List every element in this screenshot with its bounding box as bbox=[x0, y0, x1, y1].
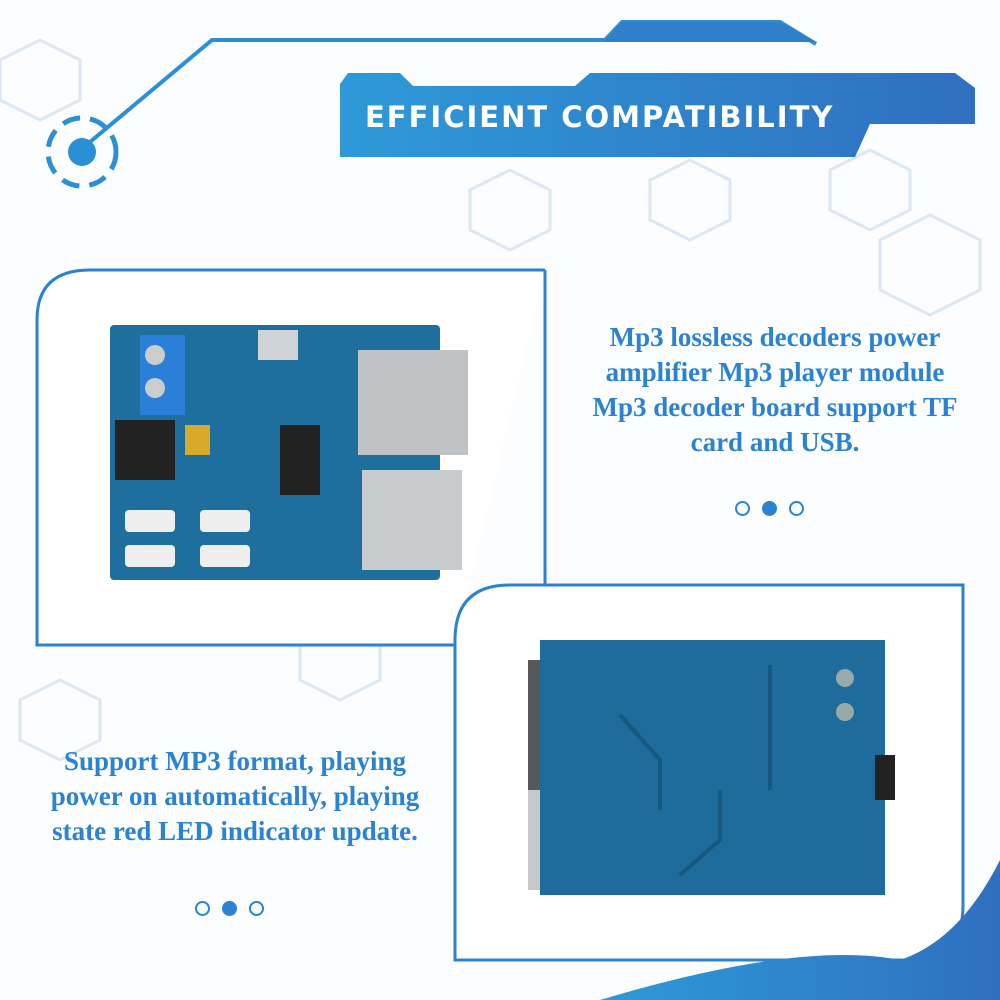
pager-dot[interactable] bbox=[789, 501, 804, 516]
back-description: Support MP3 format, playing power on aut… bbox=[20, 744, 450, 849]
banner-title: EFFICIENT COMPATIBILITY bbox=[365, 100, 835, 134]
pager-dot-active[interactable] bbox=[222, 901, 237, 916]
target-ring-icon bbox=[45, 115, 119, 189]
pcb-back-photo bbox=[528, 640, 895, 895]
hexagon-pattern bbox=[0, 38, 982, 762]
pcb-front-photo bbox=[110, 325, 468, 580]
pager-dot[interactable] bbox=[249, 901, 264, 916]
description-line: power on automatically, playing bbox=[50, 781, 420, 811]
description-line: state red LED indicator update. bbox=[52, 816, 418, 846]
pager-dots bbox=[735, 501, 804, 516]
description-line: Mp3 decoder board support TF bbox=[592, 392, 958, 422]
description-line: amplifier Mp3 player module bbox=[605, 357, 945, 387]
connector-tab bbox=[605, 22, 816, 42]
description-line: Support MP3 format, playing bbox=[63, 746, 406, 776]
target-dot-icon bbox=[68, 138, 96, 166]
description-line: card and USB. bbox=[690, 427, 860, 457]
corner-swoosh bbox=[600, 860, 1000, 1000]
pager-dots bbox=[195, 901, 264, 916]
pager-dot-active[interactable] bbox=[762, 501, 777, 516]
pager-dot[interactable] bbox=[735, 501, 750, 516]
front-description: Mp3 lossless decoders power amplifier Mp… bbox=[560, 320, 990, 460]
description-line: Mp3 lossless decoders power bbox=[609, 322, 941, 352]
pager-dot[interactable] bbox=[195, 901, 210, 916]
title-banner bbox=[340, 73, 975, 157]
